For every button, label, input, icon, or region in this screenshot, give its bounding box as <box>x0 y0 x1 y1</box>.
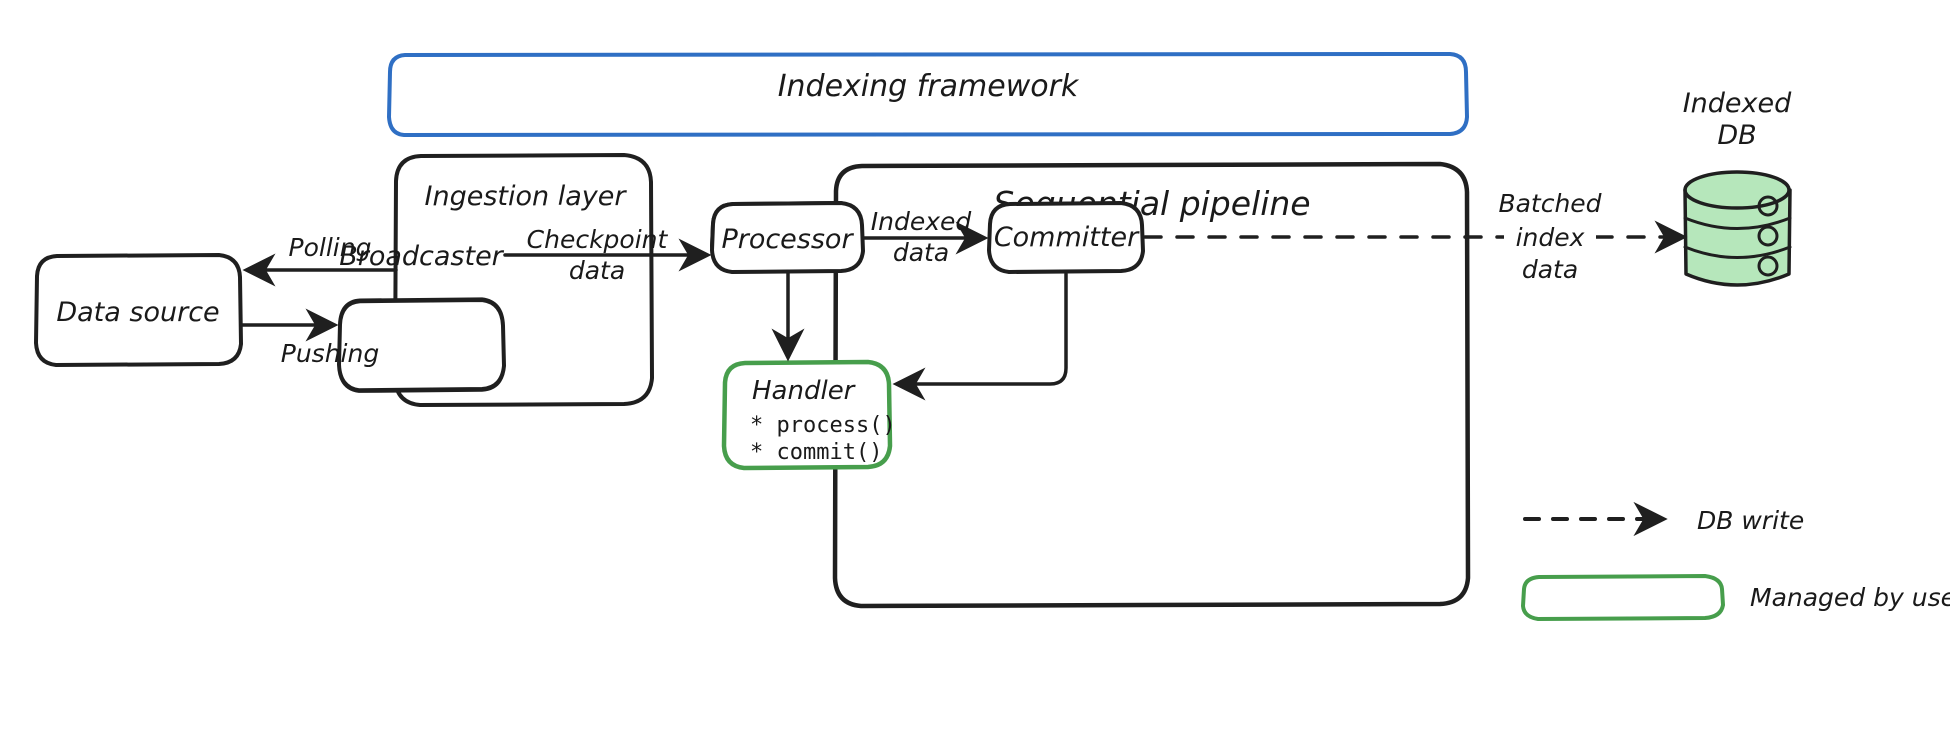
edge-committer-to-handler <box>892 272 1068 401</box>
node-handler[interactable]: Handler * process() * commit() <box>721 359 896 471</box>
checkpoint-data-label-line1: Checkpoint <box>527 225 669 254</box>
indexed-data-label-line2: data <box>893 238 949 267</box>
node-committer[interactable]: Committer <box>987 201 1145 274</box>
indexed-data-label-line1: Indexed <box>871 207 972 236</box>
edge-checkpoint-data: Checkpoint data <box>503 225 712 285</box>
ingestion-layer-group: Ingestion layer <box>393 153 654 407</box>
indexed-db-label-line2: DB <box>1717 120 1756 151</box>
node-broadcaster[interactable]: Broadcaster <box>337 241 506 393</box>
db-indicator-2 <box>1757 225 1779 247</box>
indexing-framework-label: Indexing framework <box>778 69 1080 104</box>
edge-indexed-data: Indexed data <box>862 207 989 267</box>
legend-db-write-label: DB write <box>1697 506 1804 535</box>
node-processor[interactable]: Processor <box>710 201 865 274</box>
node-data-source[interactable]: Data source <box>34 253 243 367</box>
db-indicator-3 <box>1757 255 1779 277</box>
handler-method-process: * process() <box>750 413 896 438</box>
indexed-db-label-line1: Indexed <box>1683 88 1792 119</box>
edge-polling: Polling <box>242 233 398 287</box>
handler-method-commit: * commit() <box>750 440 882 465</box>
broadcaster-label: Broadcaster <box>339 241 504 272</box>
indexing-framework-banner: Indexing framework <box>387 52 1469 137</box>
legend-item-db-write: DB write <box>1523 501 1804 537</box>
checkpoint-data-label-line2: data <box>569 256 625 285</box>
legend-item-managed-by-users: Managed by users <box>1521 574 1950 621</box>
edge-batched-index-data: Batched index data <box>1143 189 1688 284</box>
batched-index-data-label-line2: index <box>1516 223 1585 252</box>
ingestion-layer-label: Ingestion layer <box>425 181 628 212</box>
polling-label: Polling <box>289 233 372 262</box>
legend: DB write Managed by users <box>1521 501 1950 621</box>
committer-label: Committer <box>994 222 1140 253</box>
legend-managed-by-users-label: Managed by users <box>1750 583 1950 612</box>
node-indexed-db[interactable]: Indexed DB <box>1683 88 1792 287</box>
batched-index-data-label-line1: Batched <box>1498 189 1601 218</box>
handler-label: Handler <box>752 376 857 406</box>
processor-label: Processor <box>721 224 854 255</box>
pushing-label: Pushing <box>281 339 379 368</box>
batched-index-data-label-line3: data <box>1522 255 1578 284</box>
edge-pushing: Pushing <box>239 308 379 368</box>
data-source-label: Data source <box>56 297 219 328</box>
db-indicator-1 <box>1757 195 1779 217</box>
